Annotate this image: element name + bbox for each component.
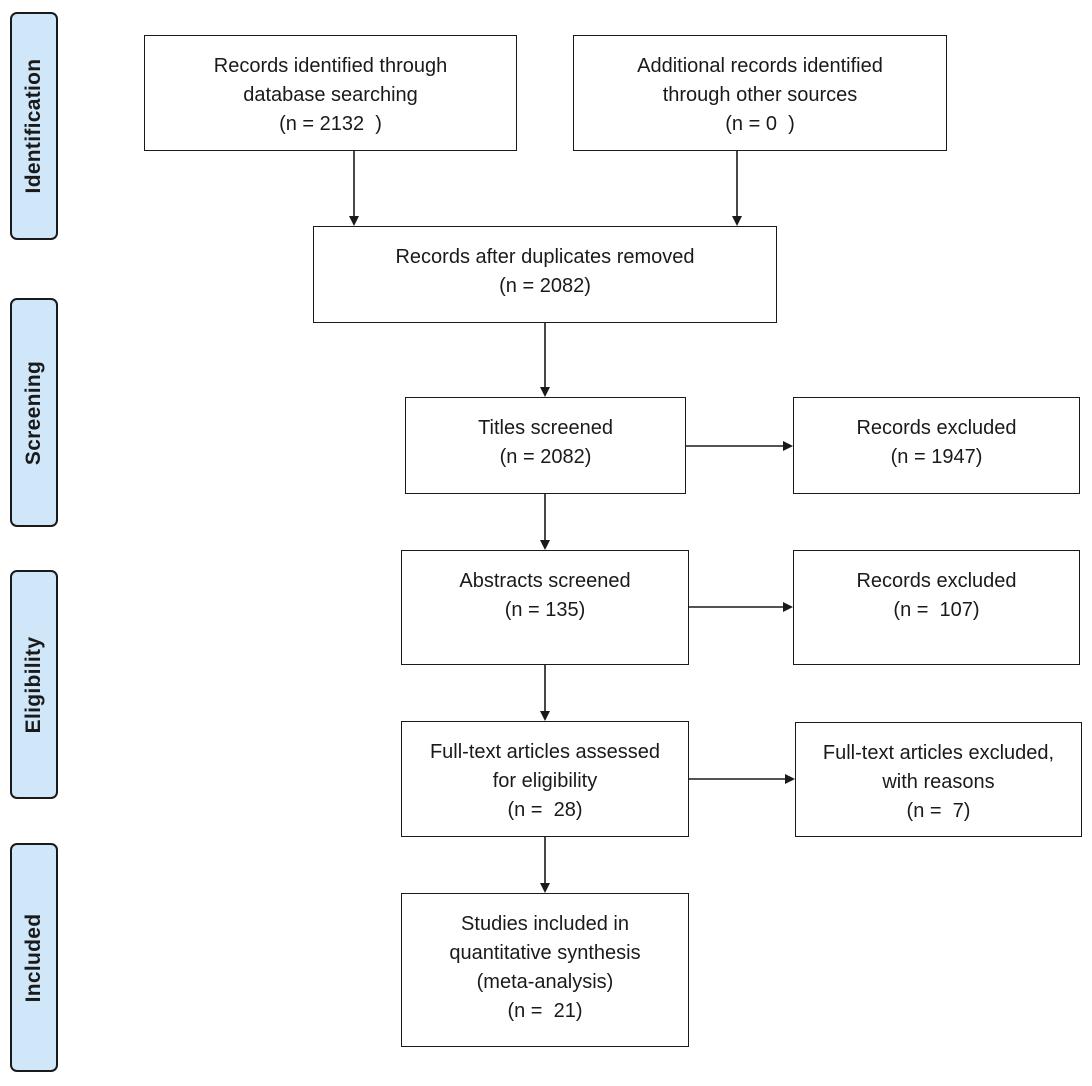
stage-screening: Screening <box>10 298 58 527</box>
box-fulltext-excluded: Full-text articles excluded, with reason… <box>795 722 1082 837</box>
box-count: (n = 135) <box>504 599 586 621</box>
box-text-line: Titles screened <box>478 417 613 439</box>
box-text-line: for eligibility <box>492 770 598 792</box>
box-text-line: Full-text articles excluded, <box>822 742 1055 764</box>
stage-identification: Identification <box>10 12 58 240</box>
box-titles-screened: Titles screened (n = 2082) <box>405 397 686 494</box>
box-text-line: Additional records identified <box>637 55 883 77</box>
box-text-line: Records excluded <box>856 570 1017 592</box>
box-count: (n = 28) <box>507 799 583 821</box>
box-text-line: Abstracts screened <box>459 570 631 592</box>
box-records-excluded-titles: Records excluded (n = 1947) <box>793 397 1080 494</box>
box-other-sources: Additional records identified through ot… <box>573 35 947 151</box>
box-count: (n = 7) <box>906 800 971 822</box>
box-count: (n = 107) <box>893 599 980 621</box>
box-text-line: Full-text articles assessed <box>429 741 661 763</box>
box-after-duplicates: Records after duplicates removed (n = 20… <box>313 226 777 323</box>
box-text-line: with reasons <box>882 771 995 793</box>
box-abstracts-screened: Abstracts screened (n = 135) <box>401 550 689 665</box>
box-count: (n = 2082) <box>499 446 592 468</box>
box-text-line: Records after duplicates removed <box>395 246 695 268</box>
box-text-line: Studies included in <box>461 913 629 935</box>
stage-eligibility: Eligibility <box>10 570 58 799</box>
box-text-line: Records excluded <box>856 417 1017 439</box>
box-studies-included: Studies included in quantitative synthes… <box>401 893 689 1047</box>
box-count: (n = 21) <box>507 1000 583 1022</box>
box-count: (n = 2132 ) <box>279 113 382 135</box>
box-database-search: Records identified through database sear… <box>144 35 517 151</box>
box-text-line: (meta-analysis) <box>476 971 614 993</box>
box-text-line: through other sources <box>662 84 858 106</box>
box-text-line: quantitative synthesis <box>449 942 641 964</box>
box-fulltext-assessed: Full-text articles assessed for eligibil… <box>401 721 689 837</box>
box-count: (n = 1947) <box>890 446 983 468</box>
box-count: (n = 0 ) <box>725 113 795 135</box>
stage-included: Included <box>10 843 58 1072</box>
box-count: (n = 2082) <box>499 275 591 297</box>
box-records-excluded-abstracts: Records excluded (n = 107) <box>793 550 1080 665</box>
box-text-line: Records identified through <box>213 55 448 77</box>
box-text-line: database searching <box>243 84 418 106</box>
